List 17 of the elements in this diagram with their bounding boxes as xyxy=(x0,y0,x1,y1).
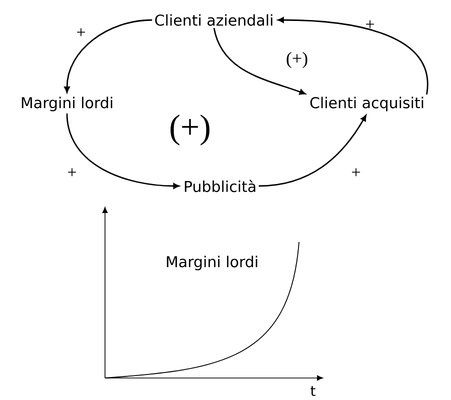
edge-label: + xyxy=(77,28,85,36)
node-label: Clienti acquisiti xyxy=(310,96,424,112)
arrow xyxy=(258,114,366,187)
edge-label: + xyxy=(366,20,374,28)
edge-label: + xyxy=(352,168,360,176)
arrow xyxy=(278,17,428,95)
edge-label: + xyxy=(68,168,76,176)
arrow xyxy=(213,28,306,95)
node-label: Pubblicità xyxy=(184,180,256,192)
loop-label: (+) xyxy=(286,52,308,68)
axis-label: t xyxy=(310,386,316,396)
arrow xyxy=(64,19,152,93)
axis-label: Margini lordi xyxy=(166,256,258,270)
loop-label: (+) xyxy=(170,114,210,146)
node-label: Clienti aziendali xyxy=(155,14,272,26)
node-label: Margini lordi xyxy=(22,96,112,112)
arrow xyxy=(66,113,180,189)
